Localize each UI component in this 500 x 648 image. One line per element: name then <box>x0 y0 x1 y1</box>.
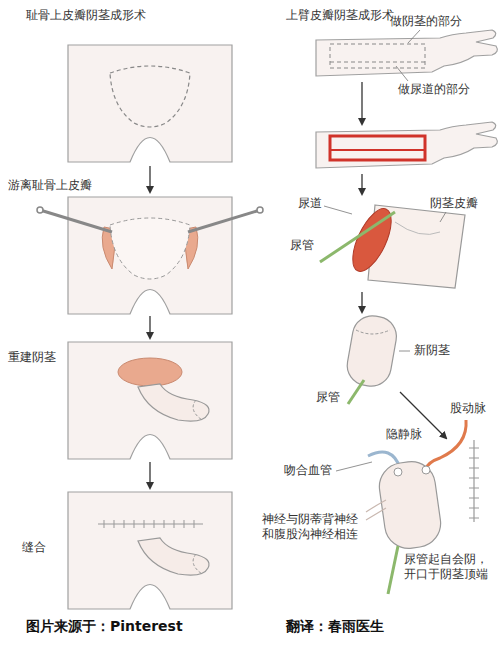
part-label: 上臂皮瓣阴茎成形术 <box>286 8 394 23</box>
body-outline <box>68 45 232 162</box>
part-label: 缝合 <box>22 540 46 555</box>
part-label: 阴茎皮瓣 <box>430 196 478 211</box>
part-label: 尿管起自会阴，开口于阴茎顶端 <box>404 552 492 582</box>
caption-text: 图片来源于：Pinterest <box>26 618 183 636</box>
body-outline <box>68 197 232 314</box>
arm <box>316 122 497 168</box>
new-penis <box>344 313 399 404</box>
part-label: 吻合血管 <box>284 463 332 478</box>
part-label: 做阴茎的部分 <box>390 14 462 29</box>
body-outline <box>68 342 232 459</box>
arm <box>316 30 497 76</box>
part-label: 神经与阴蒂背神经和腹股沟神经相连 <box>262 512 362 542</box>
part-label: 游离耻骨上皮瓣 <box>8 178 92 193</box>
flap <box>320 203 465 288</box>
part-label: 尿道 <box>298 196 322 211</box>
part-label: 股动脉 <box>450 401 486 416</box>
body-outline <box>68 492 232 609</box>
part-label: 耻骨上皮瓣阴茎成形术 <box>26 8 146 23</box>
part-label: 尿管 <box>316 390 340 405</box>
part-label: 尿管 <box>290 238 314 253</box>
part-label: 隐静脉 <box>386 427 422 442</box>
part-label: 做尿道的部分 <box>398 82 470 97</box>
part-label: 新阴茎 <box>414 343 450 358</box>
caption-text: 翻译：春雨医生 <box>286 618 384 636</box>
part-label: 重建阴茎 <box>8 350 56 365</box>
